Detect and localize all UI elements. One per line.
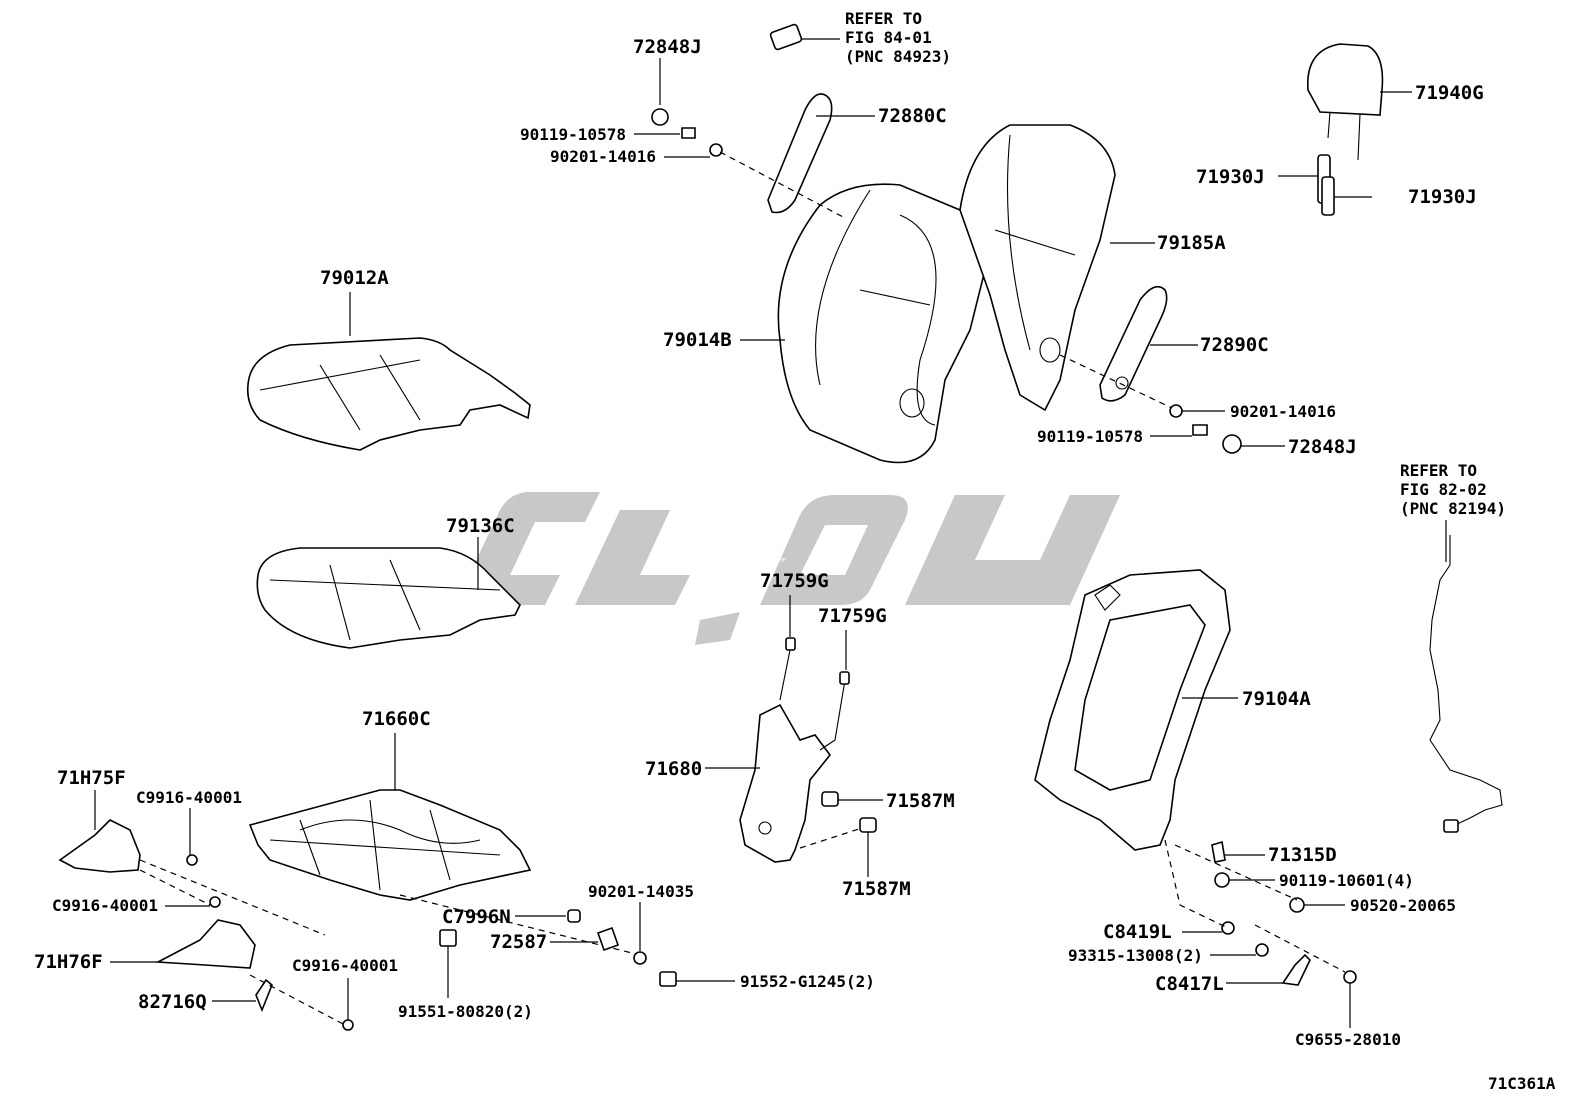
washer-90201-14035 (633, 951, 647, 965)
bolt-91552-g1245 (659, 971, 677, 987)
label-71759g-right: 71759G (818, 605, 887, 627)
seat-cushion-cover (246, 337, 531, 451)
label-91551-80820: 91551-80820(2) (398, 1002, 533, 1021)
harness-c8417l (1281, 953, 1311, 986)
label-90119-10601: 90119-10601(4) (1279, 871, 1414, 890)
label-90201-14016-top: 90201-14016 (550, 147, 656, 166)
label-90201-14016-right: 90201-14016 (1230, 402, 1336, 421)
label-c7996n: C7996N (442, 906, 511, 928)
side-cover-71h75f (58, 819, 141, 873)
clip-c8419l (1221, 921, 1235, 935)
label-90201-14035: 90201-14035 (588, 882, 694, 901)
ref-line-1: REFER TO (845, 9, 922, 28)
cable-end-71759g-left (785, 637, 796, 651)
label-71315d: 71315D (1268, 844, 1337, 866)
clip-c9655-28010 (1343, 970, 1357, 984)
label-c8417l: C8417L (1155, 973, 1224, 995)
headrest-guide-right (1321, 176, 1335, 216)
label-c9916-40001-a: C9916-40001 (136, 788, 242, 807)
label-79185a: 79185A (1157, 232, 1226, 254)
harness-clamp-82716q (255, 978, 273, 1013)
label-72880c: 72880C (878, 105, 947, 127)
bolt-90119-10578-top (681, 127, 696, 139)
watermark-logo: تویوتا (455, 492, 1120, 645)
label-71h75f: 71H75F (57, 767, 126, 789)
clip-71587m-top (821, 791, 839, 807)
label-79012a: 79012A (320, 267, 389, 289)
label-90520-20065: 90520-20065 (1350, 896, 1456, 915)
figure-code: 71C361A (1488, 1074, 1556, 1093)
ref-line-1: REFER TO (1400, 461, 1477, 480)
pin-c7996n (567, 909, 581, 923)
leader-lines (94, 38, 1447, 1028)
seatback-frame (1034, 569, 1231, 851)
side-shield-72890c (1099, 285, 1168, 402)
seatback-pad (777, 183, 987, 464)
cap-72848j-right (1222, 434, 1242, 454)
label-71587m-top: 71587M (886, 790, 955, 812)
label-72848j-top: 72848J (633, 36, 702, 58)
label-71759g-left: 71759G (760, 570, 829, 592)
label-72587: 72587 (490, 931, 547, 953)
label-71930j-left: 71930J (1196, 166, 1265, 188)
clip-c9916-40001-b (209, 896, 221, 908)
ref-line-3: (PNC 84923) (845, 47, 951, 66)
label-71930j-right: 71930J (1408, 186, 1477, 208)
label-c9916-40001-b: C9916-40001 (52, 896, 158, 915)
washer-90520-20065 (1289, 897, 1305, 913)
side-shield-72880c (767, 93, 833, 214)
bracket-71315d (1211, 840, 1226, 863)
label-71660c: 71660C (362, 708, 431, 730)
label-c8419l: C8419L (1103, 921, 1172, 943)
reference-note-fig-84-01: REFER TO FIG 84-01 (PNC 84923) (845, 9, 951, 66)
label-71680: 71680 (645, 758, 702, 780)
headrest (1307, 43, 1384, 161)
cable-end-71759g-right (839, 671, 850, 685)
label-71587m-bottom: 71587M (842, 878, 911, 900)
label-91552-g1245: 91552-G1245(2) (740, 972, 875, 991)
label-93315-13008: 93315-13008(2) (1068, 946, 1203, 965)
seat-cushion-frame (248, 789, 532, 901)
label-c9655-28010: C9655-28010 (1295, 1030, 1401, 1049)
label-c9916-40001-c: C9916-40001 (292, 956, 398, 975)
clip-71587m-bottom (859, 817, 877, 833)
bolt-90119-10578-right (1192, 424, 1208, 436)
label-71h76f: 71H76F (34, 951, 103, 973)
bolt-91551-80820 (439, 929, 457, 947)
nut-90201-14016-right (1169, 404, 1183, 418)
label-82716q: 82716Q (138, 991, 207, 1013)
ref-line-2: FIG 84-01 (845, 28, 932, 47)
cap-72848j-top (651, 108, 669, 126)
wire-harness (1429, 535, 1503, 826)
reference-note-fig-82-02: REFER TO FIG 82-02 (PNC 82194) (1400, 461, 1506, 518)
connector-part (769, 23, 803, 51)
clip-c9916-40001-c (342, 1019, 354, 1031)
recliner-bracket (739, 649, 846, 863)
label-79014b: 79014B (663, 329, 732, 351)
screw-93315-13008 (1255, 943, 1269, 957)
part-labels: 72848J 90119-10578 90201-14016 72880C 71… (34, 36, 1556, 1093)
label-79104a: 79104A (1242, 688, 1311, 710)
clip-c9916-40001-a (186, 854, 198, 866)
seat-cushion-pad (256, 547, 521, 649)
ref-line-2: FIG 82-02 (1400, 480, 1487, 499)
nut-90201-14016-top (709, 143, 723, 157)
ref-line-3: (PNC 82194) (1400, 499, 1506, 518)
lever-72587 (596, 926, 620, 952)
bolt-90119-10601 (1214, 872, 1230, 888)
label-90119-10578-top: 90119-10578 (520, 125, 626, 144)
label-90119-10578-right: 90119-10578 (1037, 427, 1143, 446)
shield-hole (1115, 376, 1129, 390)
label-72890c: 72890C (1200, 334, 1269, 356)
label-71940g: 71940G (1415, 82, 1484, 104)
seatback-cover (959, 124, 1116, 412)
side-cover-71h76f (155, 919, 256, 969)
label-72848j-right: 72848J (1288, 436, 1357, 458)
label-79136c: 79136C (446, 515, 515, 537)
connector-82194 (1443, 819, 1459, 833)
watermark-text: تویوتا (773, 555, 786, 562)
